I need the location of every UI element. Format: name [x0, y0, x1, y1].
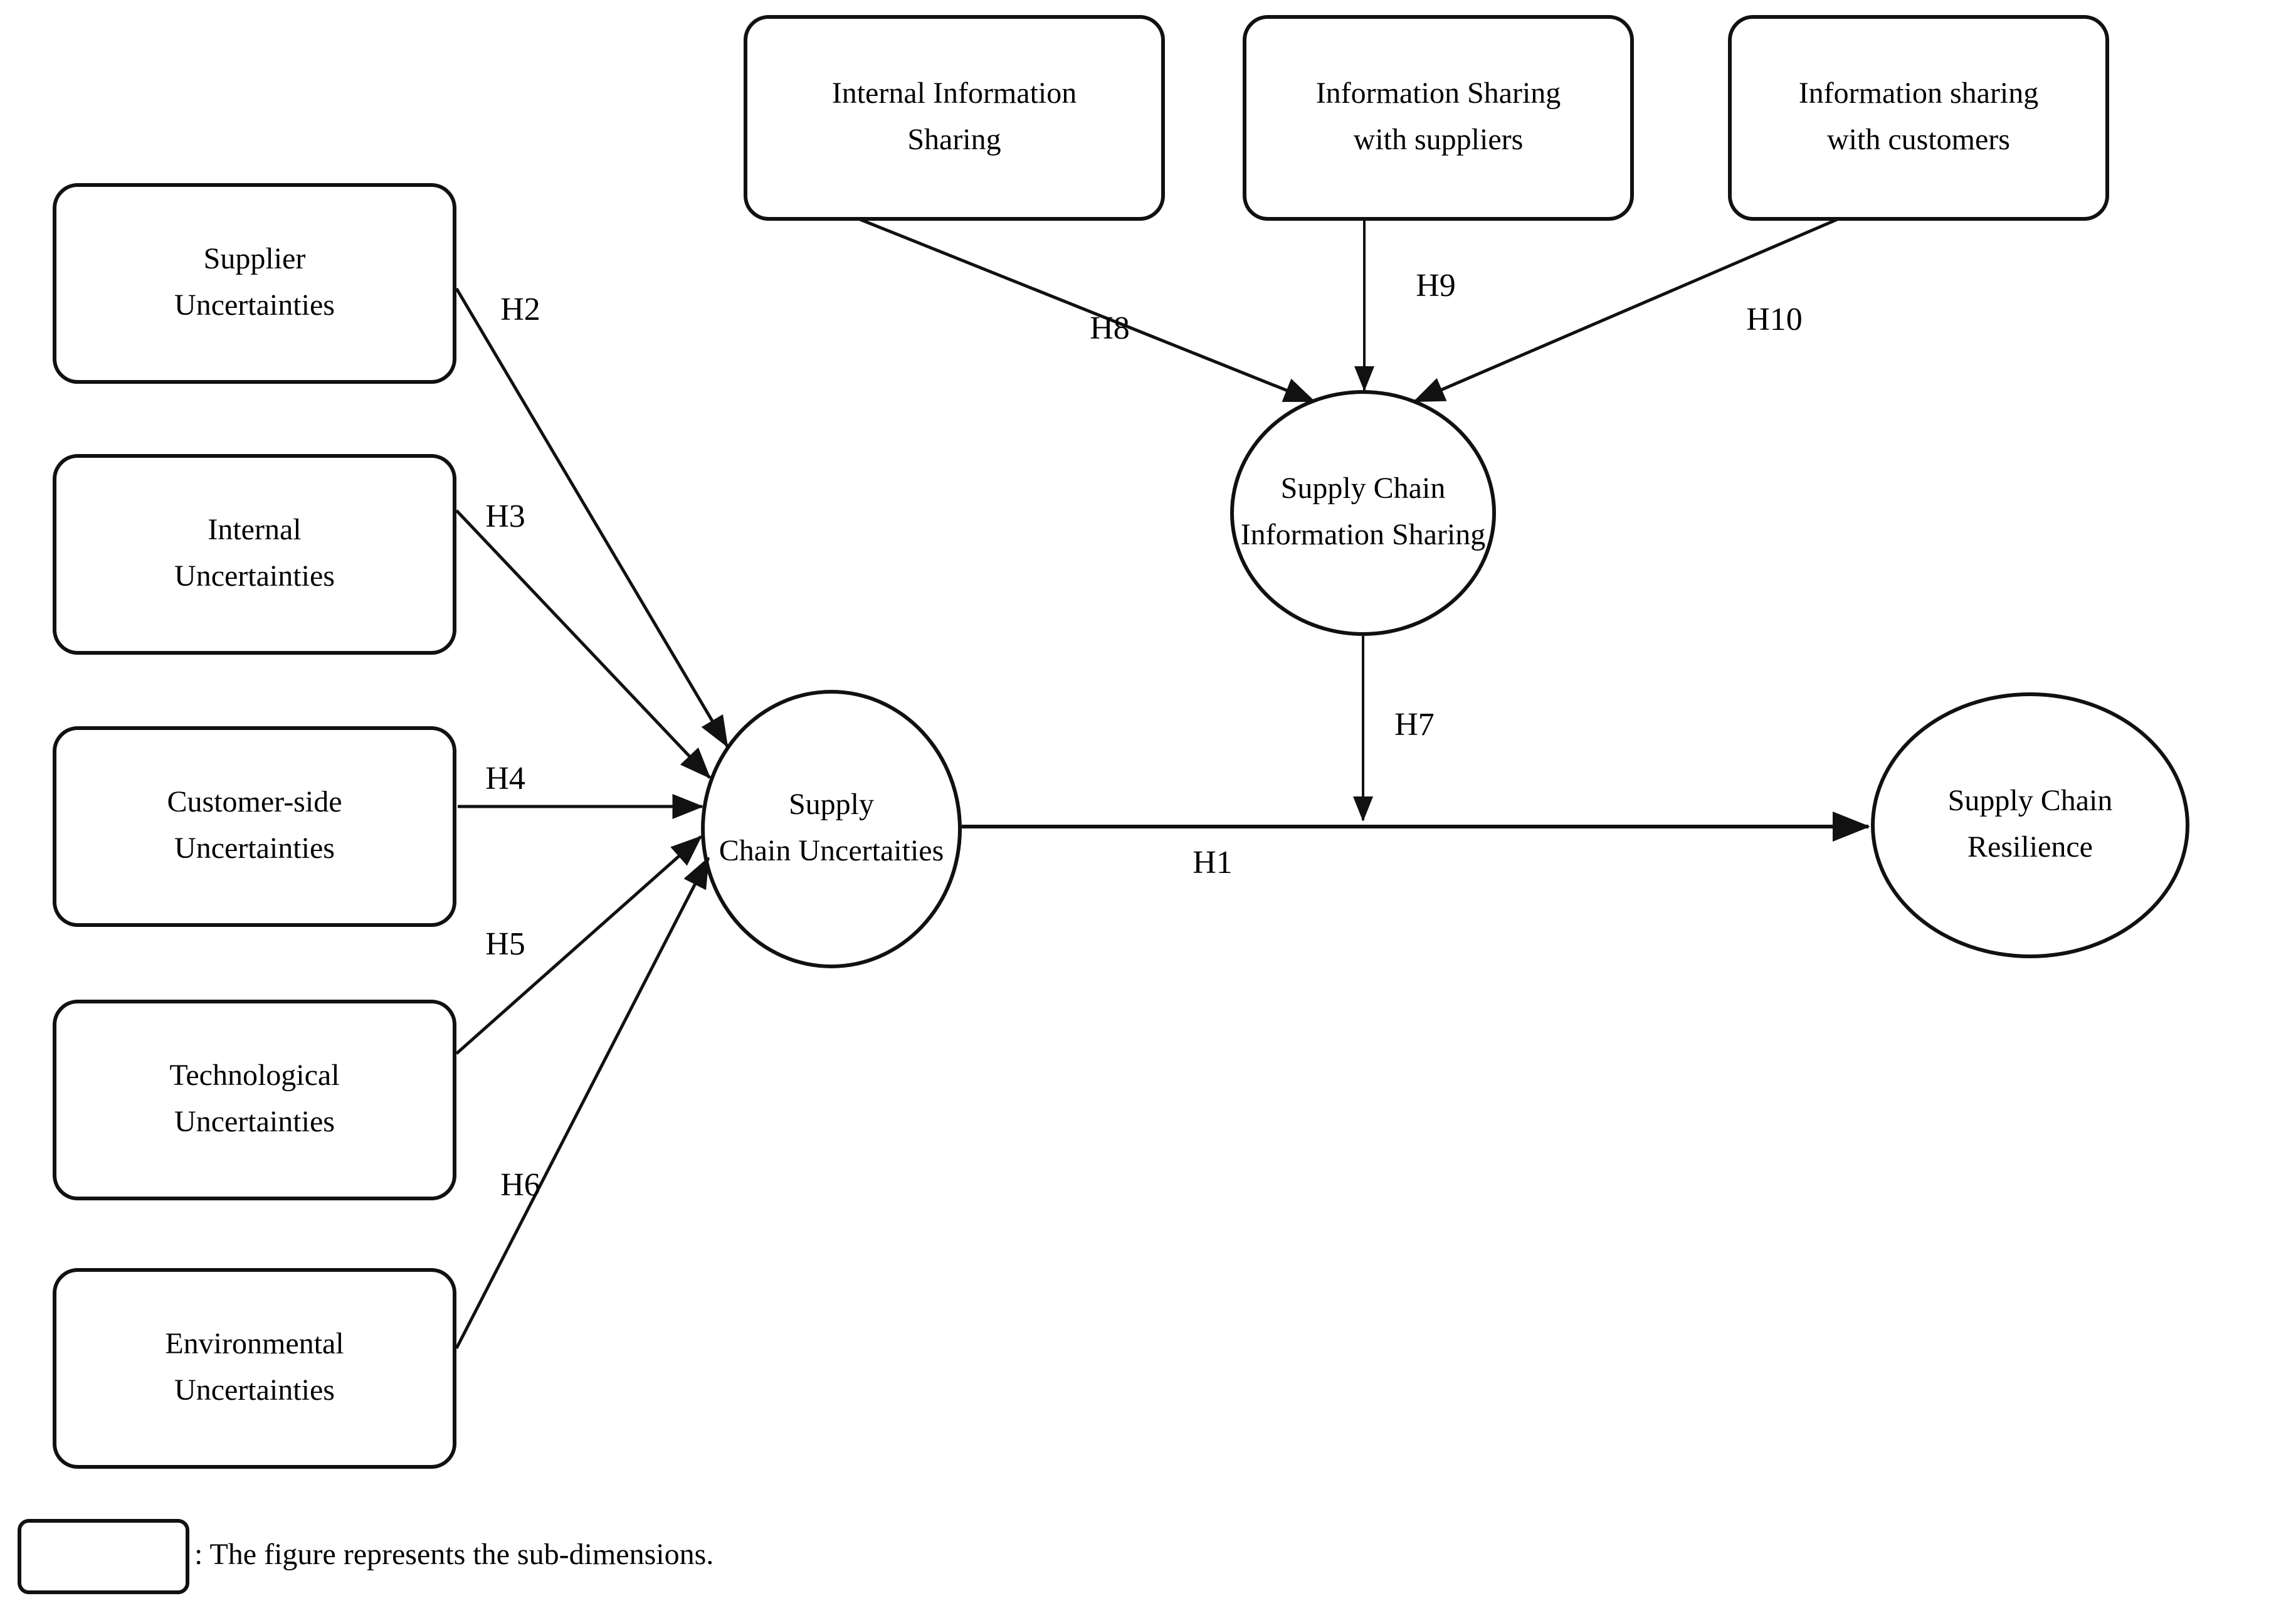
label-line: Technological	[169, 1059, 340, 1092]
legend-sample-box	[18, 1519, 189, 1594]
label-line: Internal	[208, 514, 302, 547]
h10-label: H10	[1746, 301, 1803, 337]
label-line: Supply Chain	[1280, 472, 1446, 505]
label-line: Resilience	[1967, 832, 2093, 864]
box-internal-information-sharing: Internal Information Sharing	[744, 15, 1165, 221]
legend-note: : The figure represents the sub-dimensio…	[194, 1539, 714, 1572]
box-internal-uncertainties: Internal Uncertainties	[53, 454, 456, 655]
h4-label: H4	[485, 760, 525, 796]
box-technological-uncertainties: Technological Uncertainties	[53, 1000, 456, 1200]
box-environmental-uncertainties: Environmental Uncertainties	[53, 1268, 456, 1469]
h8-arrow	[860, 218, 1316, 403]
label-line: with customers	[1827, 124, 2010, 157]
label-line: with suppliers	[1353, 124, 1524, 157]
box-label: Information sharing with customers	[1799, 71, 2039, 165]
ellipse-supply-chain-uncertainties: Supply Chain Uncertaities	[701, 690, 962, 968]
label-line: Uncertainties	[174, 290, 335, 322]
label-line: Customer-side	[167, 786, 342, 819]
h6-label: H6	[500, 1166, 540, 1203]
label-line: Information Sharing	[1315, 77, 1561, 110]
label-line: Uncertainties	[174, 561, 335, 593]
box-supplier-uncertainties: Supplier Uncertainties	[53, 183, 456, 384]
box-customer-side-uncertainties: Customer-side Uncertainties	[53, 726, 456, 927]
label-line: Supply	[788, 788, 874, 822]
label-line: Environmental	[165, 1328, 344, 1361]
label-line: Uncertainties	[174, 1106, 335, 1139]
h3-label: H3	[485, 498, 525, 534]
label-line: Supplier	[203, 243, 306, 276]
label-line: Supply Chain	[1947, 785, 2113, 818]
box-information-sharing-with-suppliers: Information Sharing with suppliers	[1243, 15, 1634, 221]
box-information-sharing-with-customers: Information sharing with customers	[1728, 15, 2109, 221]
h9-label: H9	[1416, 267, 1456, 304]
label-line: Internal Information	[831, 77, 1077, 110]
h1-label: H1	[1193, 844, 1233, 881]
h8-label: H8	[1090, 310, 1130, 346]
ellipse-supply-chain-resilience: Supply Chain Resilience	[1871, 692, 2189, 958]
ellipse-label: Supply Chain Resilience	[1948, 779, 2113, 872]
label-line: Information sharing	[1798, 77, 2039, 110]
ellipse-supply-chain-information-sharing: Supply Chain Information Sharing	[1230, 390, 1496, 636]
label-line: Information Sharing	[1240, 519, 1486, 552]
ellipse-label: Supply Chain Uncertaities	[719, 783, 944, 876]
box-label: Customer-side Uncertainties	[167, 780, 342, 874]
h3-arrow	[455, 509, 711, 779]
label-line: Uncertainties	[174, 1375, 335, 1407]
label-line: Chain Uncertaities	[719, 835, 944, 868]
h7-label: H7	[1394, 706, 1435, 743]
box-label: Information Sharing with suppliers	[1316, 71, 1561, 165]
ellipse-label: Supply Chain Information Sharing	[1241, 467, 1486, 560]
box-label: Internal Information Sharing	[832, 71, 1077, 165]
label-line: Uncertainties	[174, 833, 335, 865]
box-label: Environmental Uncertainties	[165, 1322, 344, 1415]
box-label: Supplier Uncertainties	[174, 237, 335, 331]
box-label: Internal Uncertainties	[174, 508, 335, 601]
label-line: Sharing	[907, 124, 1001, 157]
h5-label: H5	[485, 926, 525, 962]
box-label: Technological Uncertainties	[169, 1054, 339, 1147]
h2-label: H2	[500, 291, 540, 327]
